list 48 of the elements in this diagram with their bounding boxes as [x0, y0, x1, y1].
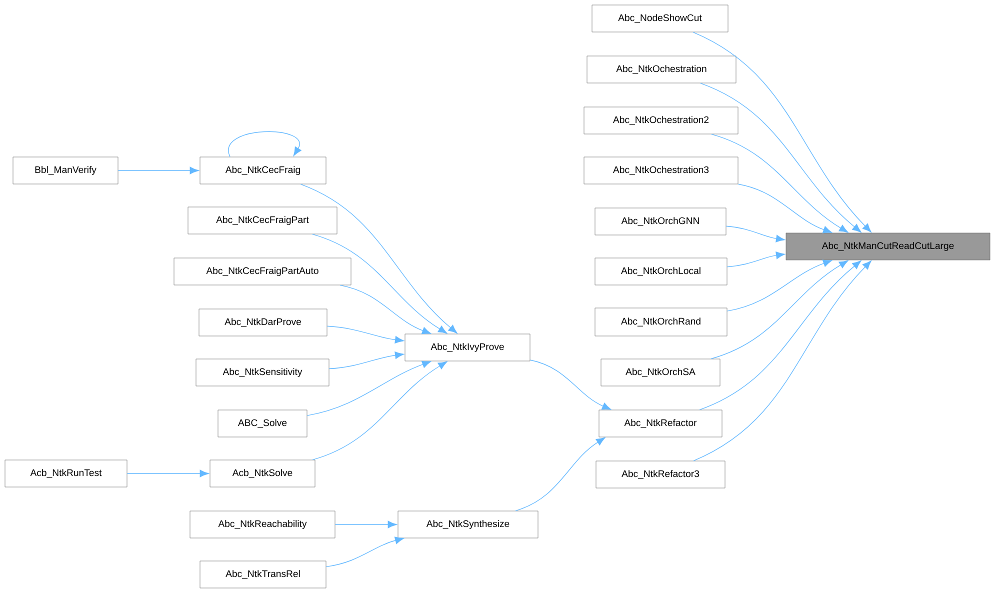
- arrow: [118, 166, 199, 174]
- function-box: Abc_NtkDarProve: [198, 308, 328, 336]
- arrow: [693, 260, 872, 462]
- function-box: Abc_NtkCecFraigPartAuto: [174, 258, 352, 286]
- arrow: [328, 352, 404, 370]
- arrow: [738, 184, 832, 234]
- function-box: ABC_Solve: [218, 410, 308, 438]
- arrow: [326, 326, 404, 344]
- arrow: [711, 134, 848, 233]
- arrow: [530, 360, 612, 410]
- function-box: Abc_NtkRefactor3: [596, 460, 726, 488]
- function-box: Abc_NtkRefactor: [598, 410, 722, 438]
- function-box: Acb_NtkRunTest: [4, 460, 128, 488]
- function-box: Abc_NtkTransRel: [200, 560, 326, 588]
- arrow: [700, 82, 862, 232]
- function-box: Abc_NodeShowCut: [592, 4, 728, 32]
- function-box: Abc_NtkOchestration: [586, 56, 736, 84]
- function-box: Acb_NtkSolve: [210, 460, 316, 488]
- function-box: Abc_NtkReachability: [190, 510, 336, 538]
- arrow: [515, 437, 606, 512]
- function-box: Abc_NtkOchestration3: [584, 156, 738, 184]
- arrow: [300, 184, 458, 334]
- arrow: [326, 536, 404, 568]
- arrow: [312, 361, 448, 460]
- function-box: Abc_NtkCecFraig: [200, 156, 326, 184]
- arrow: [312, 234, 448, 334]
- function-box: Abc_NtkOrchRand: [594, 308, 728, 336]
- arrow: [692, 32, 872, 232]
- arrow: [699, 260, 862, 410]
- function-box: Abc_NtkOrchGNN: [594, 208, 726, 236]
- function-box: Abc_NtkSensitivity: [196, 358, 330, 386]
- function-box: Bbl_ManVerify: [12, 156, 118, 184]
- function-box: Abc_NtkOrchLocal: [594, 258, 728, 286]
- arrow: [306, 360, 432, 416]
- function-box: Abc_NtkIvyProve: [404, 334, 530, 362]
- function-box: Abc_NtkOrchSA: [600, 358, 720, 386]
- arrow: [334, 520, 397, 528]
- function-box: Abc_NtkSynthesize: [398, 510, 538, 538]
- arrow: [710, 260, 848, 360]
- arrow: [726, 226, 786, 242]
- function-box: Abc_NtkManCutReadCutLarge: [786, 232, 990, 260]
- arrow: [726, 252, 786, 268]
- arrow: [228, 131, 302, 158]
- function-box: Abc_NtkOchestration2: [584, 106, 738, 134]
- arrow: [340, 284, 432, 334]
- function-box: Abc_NtkCecFraigPart: [188, 206, 338, 234]
- arrow: [126, 470, 209, 478]
- arrow: [726, 260, 832, 312]
